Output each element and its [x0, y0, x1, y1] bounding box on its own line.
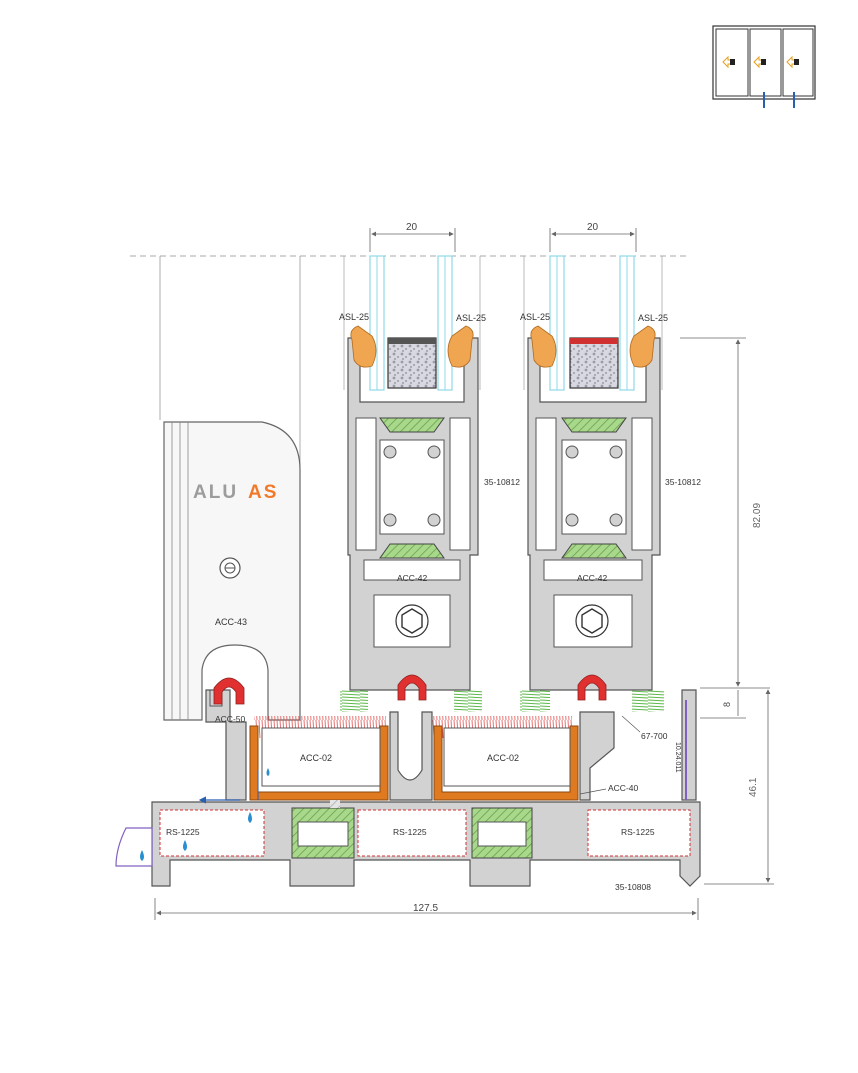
label-brush: 67-700: [641, 731, 668, 741]
water-drop-icon: [266, 768, 270, 776]
sash-right: [520, 255, 664, 712]
arrow-left-icon: [786, 55, 799, 69]
sash-height-dimension: 82.09: [680, 337, 763, 687]
label-acc-42: ACC-42: [577, 573, 608, 583]
label-end-cap: 10.24.011: [674, 742, 681, 773]
label-acc-40: ACC-40: [608, 783, 639, 793]
hex-bolt-icon: [575, 604, 609, 638]
sash-left: [340, 255, 482, 712]
svg-text:82.09: 82.09: [752, 503, 763, 528]
water-drop-icon: [248, 812, 252, 823]
arrow-left-icon: [753, 55, 766, 69]
screw-icon: [219, 557, 241, 579]
label-acc-02: ACC-02: [300, 753, 332, 763]
label-sash-profile: 35-10812: [484, 477, 520, 487]
label-asl-25: ASL-25: [638, 313, 668, 323]
total-width-dimension: 127.5: [154, 898, 699, 920]
label-rs-1225: RS-1225: [393, 827, 427, 837]
water-drop-icon: [183, 840, 187, 851]
svg-text:127.5: 127.5: [413, 903, 438, 914]
svg-text:AS: AS: [248, 482, 278, 503]
svg-text:20: 20: [587, 222, 599, 233]
water-drop-icon: [140, 850, 144, 861]
label-frame-profile: 35-10808: [615, 882, 651, 892]
label-acc-02: ACC-02: [487, 753, 519, 763]
arrow-left-icon: [722, 55, 735, 69]
svg-text:ALU: ALU: [193, 482, 238, 503]
label-sash-profile: 35-10812: [665, 477, 701, 487]
three-panel-sliding-icon: [712, 25, 816, 108]
label-acc-42: ACC-42: [397, 573, 428, 583]
label-acc-50: ACC-50: [215, 714, 246, 724]
glass-right: [523, 255, 663, 391]
aluas-logo: ALU AS: [193, 482, 278, 503]
frame-height-dimension: 46.1: [704, 689, 774, 885]
svg-text:8: 8: [722, 702, 732, 707]
label-acc-43: ACC-43: [215, 617, 247, 627]
frame-track: [115, 677, 701, 887]
label-asl-25: ASL-25: [520, 312, 550, 322]
glass-width-dimension-right: 20: [549, 222, 637, 252]
svg-text:46.1: 46.1: [748, 777, 759, 797]
label-asl-25: ASL-25: [456, 313, 486, 323]
handle-acc-43: [163, 421, 301, 721]
label-asl-25: ASL-25: [339, 312, 369, 322]
hex-bolt-icon: [395, 604, 429, 638]
gap-dimension: 8: [700, 687, 770, 719]
glass-width-dimension-left: 20: [369, 222, 456, 252]
svg-text:20: 20: [406, 222, 418, 233]
label-rs-1225: RS-1225: [166, 827, 200, 837]
glass-left: [343, 255, 481, 391]
label-rs-1225: RS-1225: [621, 827, 655, 837]
